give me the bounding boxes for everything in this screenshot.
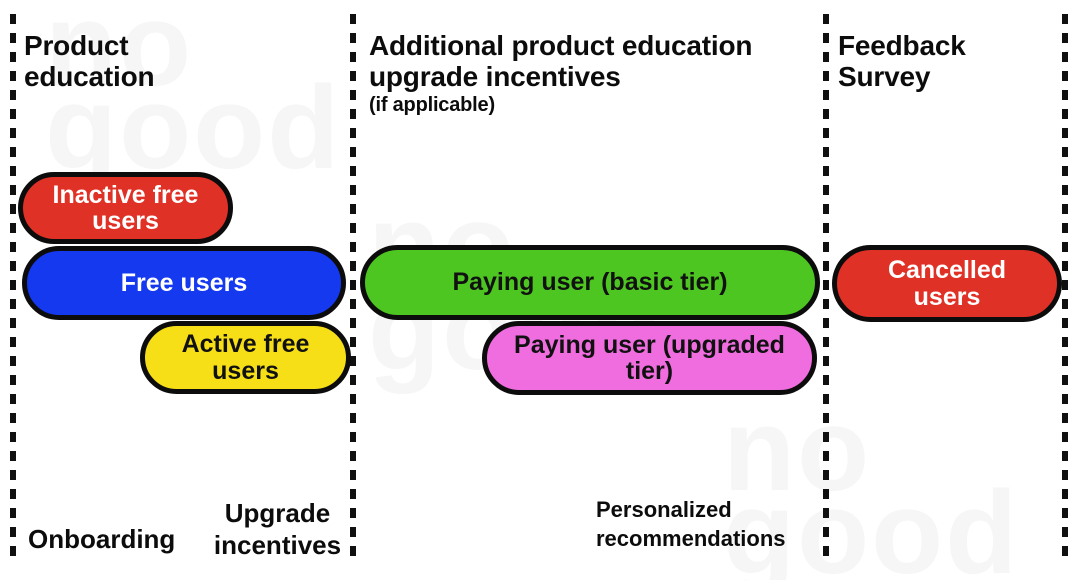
column-title: Feedback Survey	[838, 30, 966, 93]
segment-pill-inactive-free-users: Inactive free users	[18, 172, 233, 244]
stage-label-onboarding: Onboarding	[28, 524, 176, 554]
segment-pill-paying-user-basic-tier: Paying user (basic tier)	[360, 245, 820, 320]
segment-pill-active-free-users: Active free users	[140, 321, 351, 394]
stage-label-upgrade-incentives: Upgrade incentives	[213, 498, 342, 560]
column-note: (if applicable)	[369, 93, 495, 116]
watermark-line: good	[45, 62, 342, 194]
watermark-line: no	[723, 384, 872, 516]
pill-label: Free users	[120, 268, 248, 297]
segment-pill-cancelled-users: Cancelled users	[832, 245, 1062, 322]
segment-pill-paying-user-upgraded-tier: Paying user (upgraded tier)	[482, 321, 817, 395]
watermark-line: no	[45, 0, 194, 111]
column-title-line1: Additional product education	[369, 30, 753, 61]
pill-label: Paying user (basic tier)	[452, 268, 728, 297]
dashed-divider-right	[1062, 14, 1068, 562]
dashed-divider-col1-col2	[350, 14, 356, 562]
stage-label-personalized-recommendations: Personalized recommendations	[596, 497, 786, 551]
dashed-divider-left	[10, 14, 16, 562]
pill-label: Cancelled users	[887, 256, 1007, 311]
watermark-text: no good	[45, 0, 342, 194]
column-header-additional-education: Additional product education upgrade inc…	[369, 30, 849, 117]
watermark-text: no good	[723, 384, 1020, 580]
column-title-line2: upgrade incentives	[369, 61, 621, 93]
watermark-line: good	[723, 467, 1020, 580]
pill-label: Paying user (upgraded tier)	[514, 330, 785, 385]
pill-label: Inactive free users	[52, 180, 199, 235]
column-header-product-education: Product education	[24, 30, 224, 93]
column-title: Product education	[24, 30, 155, 93]
segment-pill-free-users: Free users	[22, 246, 346, 320]
dashed-divider-col2-col3	[823, 14, 829, 562]
pill-label: Active free users	[181, 330, 310, 385]
column-header-feedback-survey: Feedback Survey	[838, 30, 1008, 93]
